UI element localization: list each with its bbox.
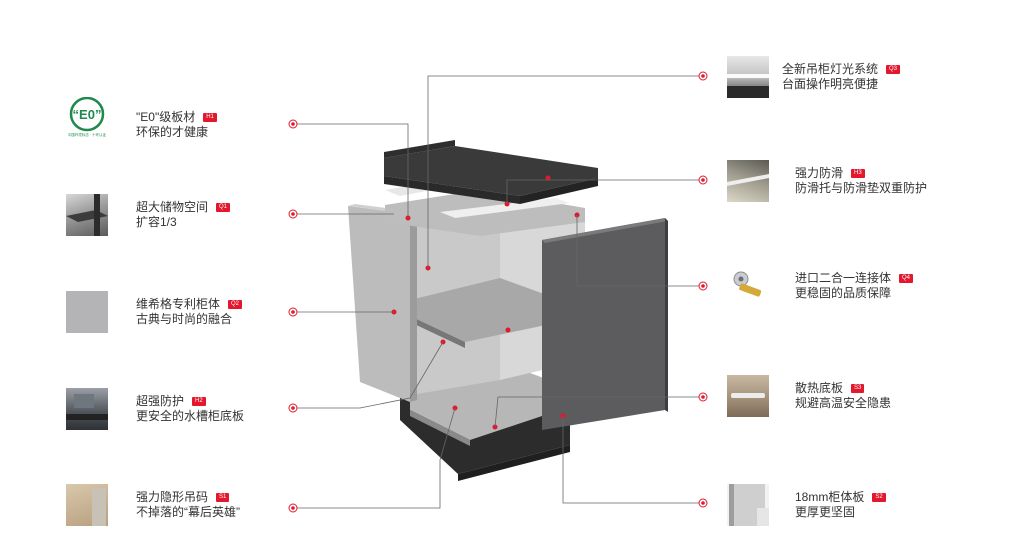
feature-badge: Q3	[886, 65, 901, 74]
feature-subtitle: 古典与时尚的融合	[136, 312, 233, 326]
feature-title: 超大储物空间	[136, 200, 209, 214]
feature-subtitle: 更稳固的品质保障	[795, 286, 892, 300]
feature-badge: H1	[203, 113, 217, 122]
svg-text:“E0”: “E0”	[73, 107, 102, 122]
e0-logo-icon: “E0” 中国环境标志 · 十环认证	[66, 96, 108, 139]
feature-title: "E0"级板材	[136, 110, 196, 124]
feature-subtitle: 不掉落的“幕后英雄”	[136, 505, 240, 519]
feature-title: 进口二合一连接体	[795, 271, 892, 285]
feature-badge: H2	[192, 397, 206, 406]
feature-title: 强力隐形吊码	[136, 490, 209, 504]
light-thumbnail	[727, 56, 769, 98]
hanger-thumbnail	[66, 484, 108, 526]
feature-badge: H3	[851, 169, 865, 178]
protect-thumbnail	[66, 388, 108, 430]
feature-badge: Q1	[216, 203, 231, 212]
feature-title: 18mm柜体板	[795, 490, 865, 504]
diagram-markers	[391, 175, 580, 430]
feature-title: 散热底板	[795, 381, 844, 395]
endpoint-dots	[288, 71, 708, 513]
feature-title: 超强防护	[136, 394, 185, 408]
feature-badge: S2	[872, 493, 886, 502]
antislip-thumbnail	[727, 160, 769, 202]
feature-subtitle: 扩容1/3	[136, 215, 177, 229]
svg-text:中国环境标志 · 十环认证: 中国环境标志 · 十环认证	[68, 132, 107, 137]
right-door	[542, 218, 665, 430]
storage-thumbnail	[66, 194, 108, 236]
feature-badge: S3	[851, 384, 865, 393]
connector-icon	[727, 265, 769, 307]
feature-badge: Q4	[899, 274, 914, 283]
feature-subtitle: 更厚更坚固	[795, 505, 856, 519]
leader-lines	[296, 75, 700, 509]
feature-subtitle: 台面操作明亮便捷	[782, 77, 879, 91]
heat-thumbnail	[727, 375, 769, 417]
left-side-panel	[348, 206, 410, 402]
feature-title: 强力防滑	[795, 166, 844, 180]
feature-badge: S1	[216, 493, 230, 502]
feature-title: 全新吊柜灯光系统	[782, 62, 879, 76]
middle-shelf	[410, 278, 560, 342]
board-thumbnail	[727, 484, 769, 526]
feature-subtitle: 环保的才健康	[136, 125, 209, 139]
patent-thumbnail	[66, 291, 108, 333]
feature-subtitle: 更安全的水槽柜底板	[136, 409, 245, 423]
feature-badge: Q2	[228, 300, 243, 309]
feature-title: 维希格专利柜体	[136, 297, 221, 311]
countertop	[384, 146, 598, 196]
white-strip-2	[440, 198, 570, 218]
feature-subtitle: 规避高温安全隐患	[795, 396, 892, 410]
feature-subtitle: 防滑托与防滑垫双重防护	[795, 181, 928, 195]
